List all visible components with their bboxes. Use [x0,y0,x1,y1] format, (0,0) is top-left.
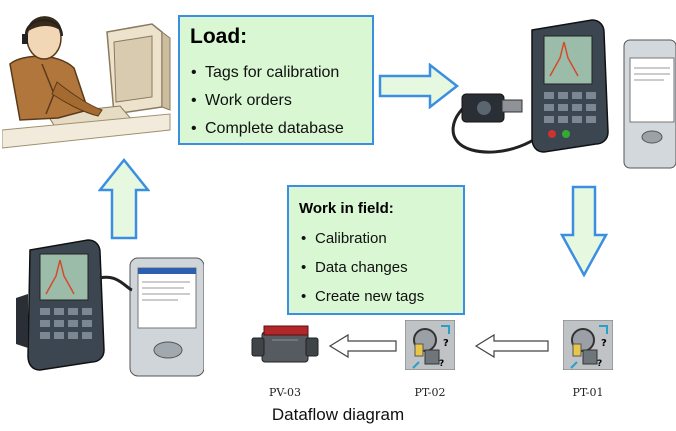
load-item: Tags for calibration [191,62,344,90]
svg-text:?: ? [439,359,444,369]
right-arrow [378,63,460,109]
svg-text:?: ? [443,338,449,349]
calibrator-with-pda-return-illustration [16,239,204,377]
load-items-list: Tags for calibration Work orders Complet… [191,62,344,146]
field-item: Data changes [301,258,424,287]
work-in-field-info-box: Work in field: Calibration Data changes … [287,185,465,315]
left-arrow-pt02-to-pv03 [328,333,397,359]
load-item: Work orders [191,90,344,118]
load-item: Complete database [191,118,344,146]
field-box-title: Work in field: [299,200,394,217]
valve-pv03-icon [251,325,319,363]
transmitter-pt01-icon: ? ? [563,320,613,370]
field-items-list: Calibration Data changes Create new tags [301,229,424,316]
node-label-pt02: PT-02 [414,386,446,399]
field-item: Create new tags [301,287,424,316]
left-arrow-pt01-to-pt02 [474,333,549,359]
node-label-pv03: PV-03 [268,386,302,399]
load-box-title: Load: [190,25,248,48]
down-arrow [560,185,608,277]
up-arrow [98,158,150,240]
load-info-box: Load: Tags for calibration Work orders C… [178,15,374,145]
field-item: Calibration [301,229,424,258]
transmitter-pt02-icon: ? ? [405,320,455,370]
node-label-pt01: PT-01 [572,386,604,399]
operator-workstation-illustration [2,16,171,149]
diagram-caption: Dataflow diagram [271,405,405,424]
svg-text:?: ? [597,359,602,369]
svg-text:?: ? [601,338,607,349]
calibrator-with-pda-illustration [451,19,676,169]
